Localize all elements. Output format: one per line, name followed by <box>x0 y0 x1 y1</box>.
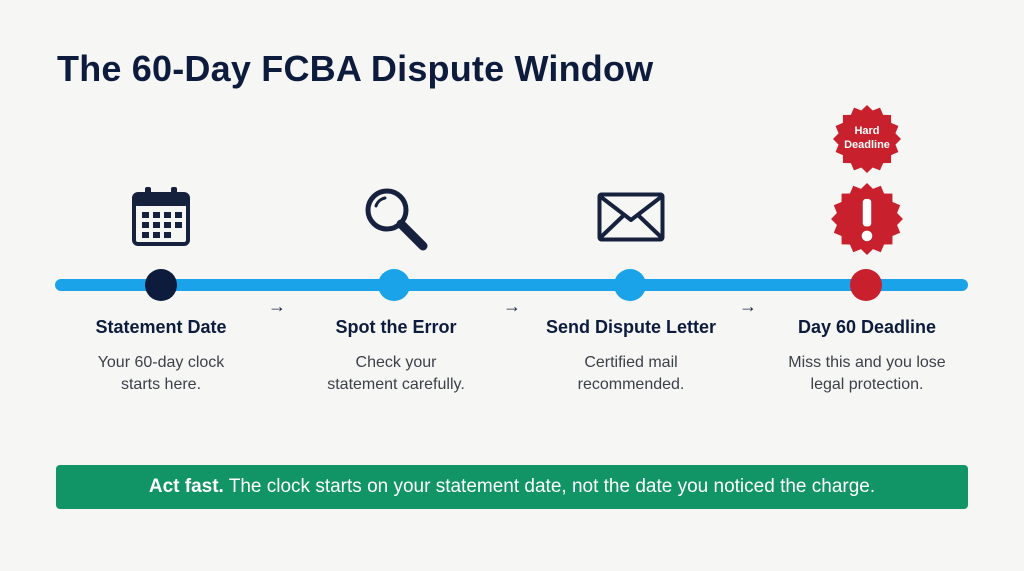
arrow-right-icon: → <box>268 296 286 316</box>
banner-text: The clock starts on your statement date,… <box>223 476 876 497</box>
envelope-icon <box>597 192 665 242</box>
magnifier-icon <box>365 188 428 251</box>
calendar-icon <box>132 187 190 246</box>
desc-line: recommended. <box>577 376 685 393</box>
hard-deadline-badge-label: Hard Deadline <box>832 124 902 152</box>
step-desc-spot-error: Check your statement carefully. <box>276 352 516 396</box>
arrow-right-icon: → <box>503 296 521 316</box>
timeline-node-deadline <box>850 269 882 301</box>
step-title-statement-date: Statement Date <box>95 317 227 337</box>
act-fast-banner: Act fast. The clock starts on your state… <box>56 465 968 509</box>
desc-line: legal protection. <box>810 376 924 393</box>
desc-line: Miss this and you lose <box>788 354 946 371</box>
badge-line-2: Deadline <box>844 139 890 151</box>
desc-line: Certified mail <box>584 354 678 371</box>
timeline-node-statement-date <box>145 269 177 301</box>
step-desc-statement-date: Your 60-day clock starts here. <box>41 352 281 396</box>
badge-line-1: Hard <box>854 125 880 137</box>
arrow-right-icon: → <box>739 296 757 316</box>
desc-line: Check your <box>355 354 437 371</box>
step-title-deadline: Day 60 Deadline <box>797 317 937 337</box>
hard-deadline-badge-icon <box>833 105 901 173</box>
desc-line: statement carefully. <box>327 376 465 393</box>
timeline-node-send-letter <box>614 269 646 301</box>
timeline-node-spot-error <box>378 269 410 301</box>
alert-badge-icon <box>831 183 903 255</box>
step-desc-send-letter: Certified mail recommended. <box>511 352 751 396</box>
desc-line: Your 60-day clock <box>97 354 225 371</box>
step-desc-deadline: Miss this and you lose legal protection. <box>747 352 987 396</box>
desc-line: starts here. <box>120 376 202 393</box>
step-title-spot-error: Spot the Error <box>335 317 457 337</box>
timeline-track <box>55 279 968 291</box>
banner-bold-text: Act fast. <box>148 476 224 497</box>
page-title: The 60-Day FCBA Dispute Window <box>57 48 654 89</box>
step-title-send-letter: Send Dispute Letter <box>545 317 717 337</box>
